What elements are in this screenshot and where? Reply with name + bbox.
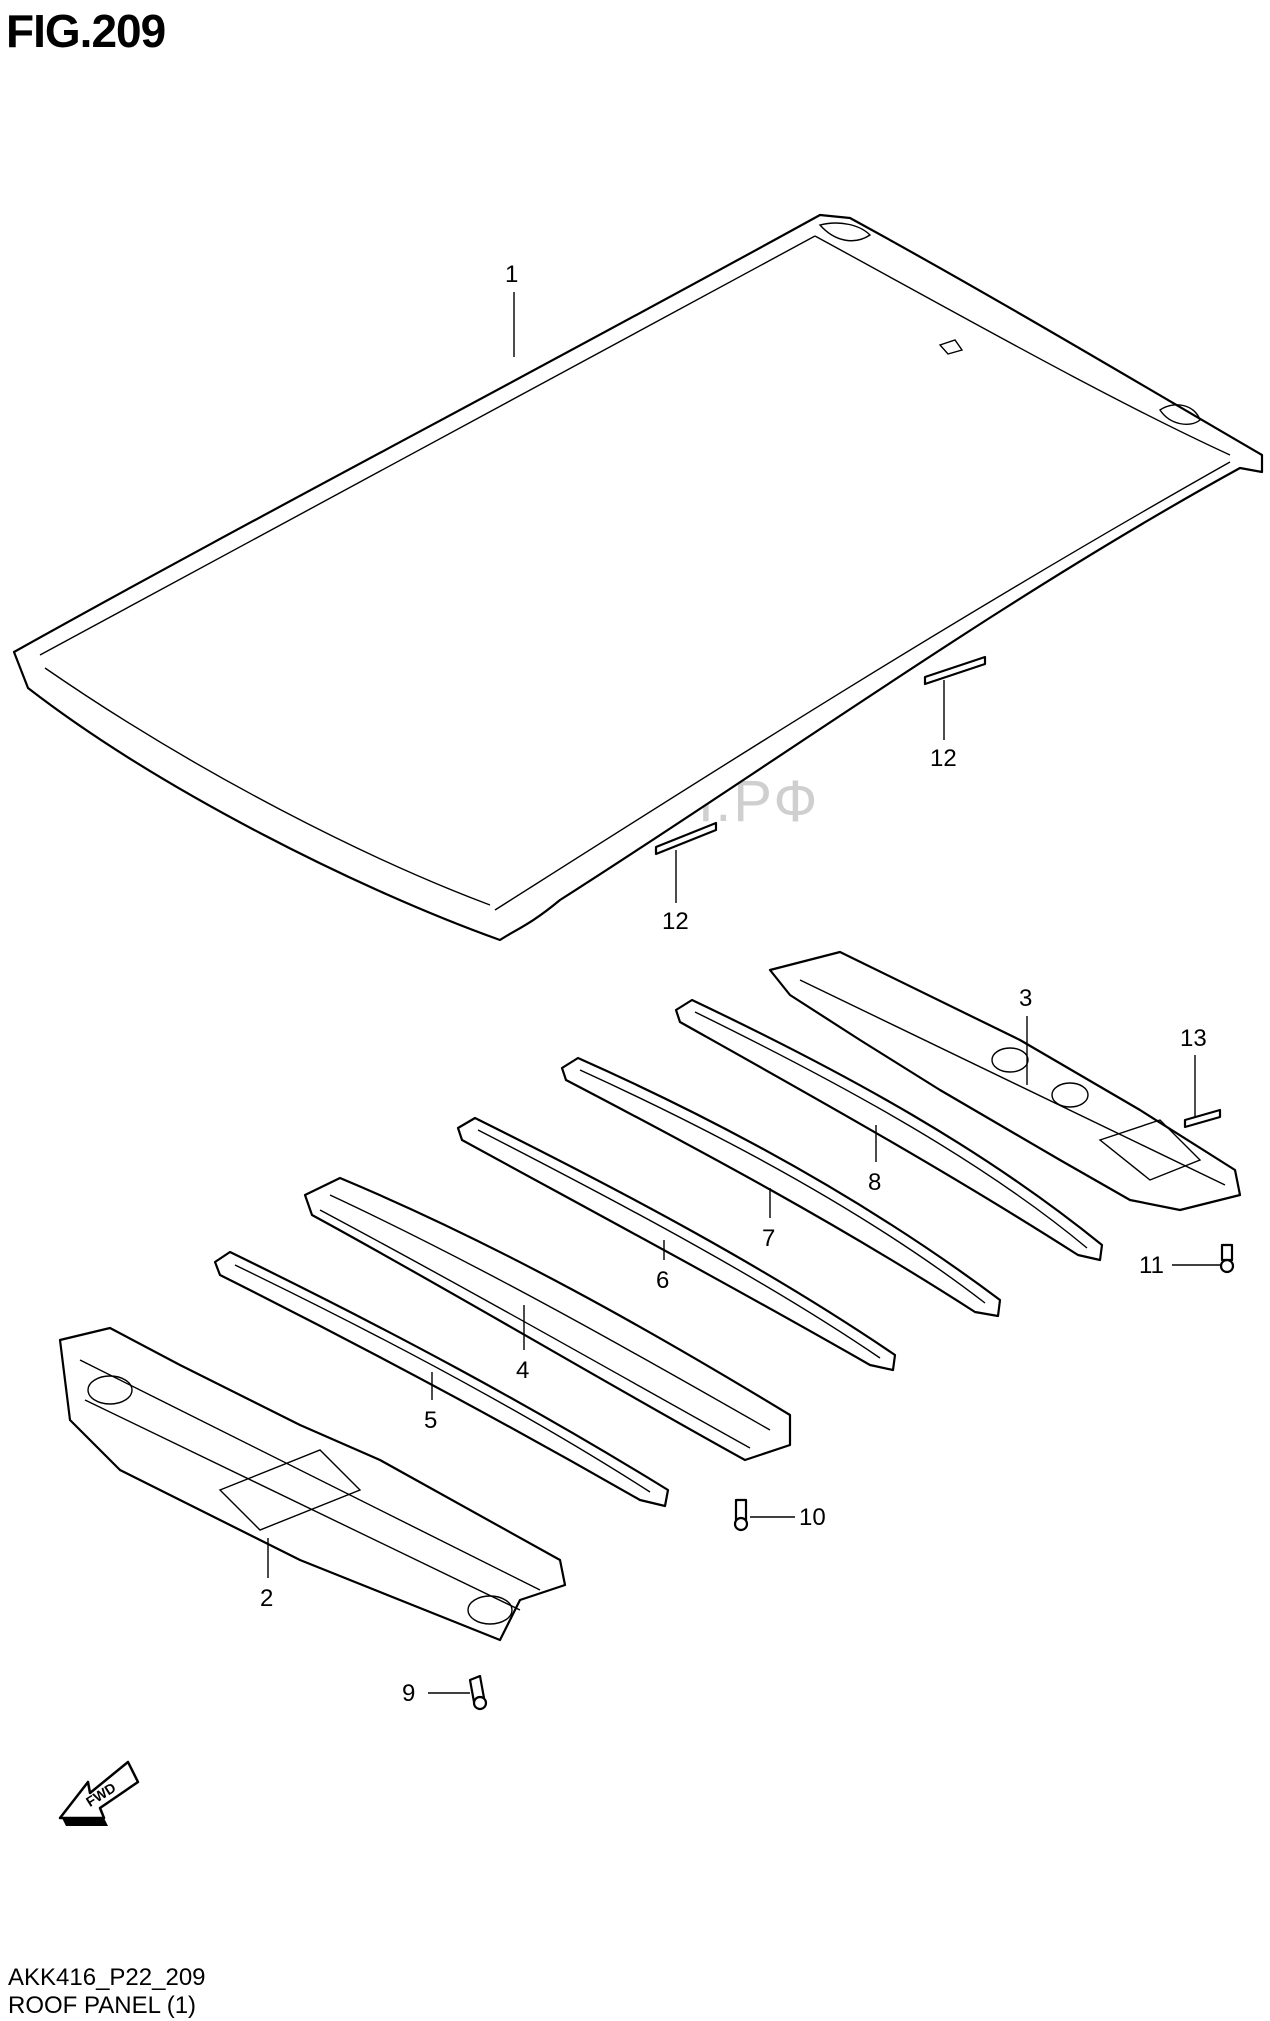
callout-8: 8: [868, 1169, 881, 1196]
front-roof-rail-part-2: [58, 1326, 567, 1642]
callout-9: 9: [402, 1680, 415, 1707]
bolt-part-11: [1219, 1243, 1235, 1274]
bolt-part-9: [468, 1674, 488, 1711]
callout-7: 7: [762, 1225, 775, 1252]
roof-bow-part-8: [674, 998, 1104, 1262]
bolt-part-10: [733, 1498, 749, 1532]
callout-5: 5: [424, 1407, 437, 1434]
callout-10: 10: [799, 1504, 826, 1531]
forward-direction-arrow-icon: FWD: [58, 1760, 140, 1826]
clip-part-12-lower: [654, 821, 718, 856]
callout-1: 1: [505, 261, 518, 288]
roof-panel-part-1: [12, 213, 1264, 942]
callout-11: 11: [1139, 1252, 1164, 1279]
clip-part-12-upper: [923, 655, 987, 686]
figure-code: AKK416_P22_209: [8, 1964, 206, 1991]
callout-6: 6: [656, 1267, 669, 1294]
callout-12-upper: 12: [930, 745, 957, 772]
clip-part-13: [1183, 1108, 1222, 1129]
figure-title: FIG.209: [6, 5, 166, 57]
callout-13: 13: [1180, 1025, 1207, 1052]
callout-2: 2: [260, 1585, 273, 1612]
roof-bow-part-6: [456, 1116, 897, 1372]
callout-12-lower: 12: [662, 908, 689, 935]
roof-bow-part-4: [303, 1176, 792, 1462]
roof-bow-part-5: [213, 1250, 670, 1508]
figure-caption: ROOF PANEL (1): [8, 1992, 197, 2019]
callout-3: 3: [1019, 985, 1032, 1012]
roof-bow-part-7: [560, 1056, 1002, 1318]
callout-4: 4: [516, 1357, 529, 1384]
rear-roof-rail-part-3: [768, 950, 1242, 1212]
